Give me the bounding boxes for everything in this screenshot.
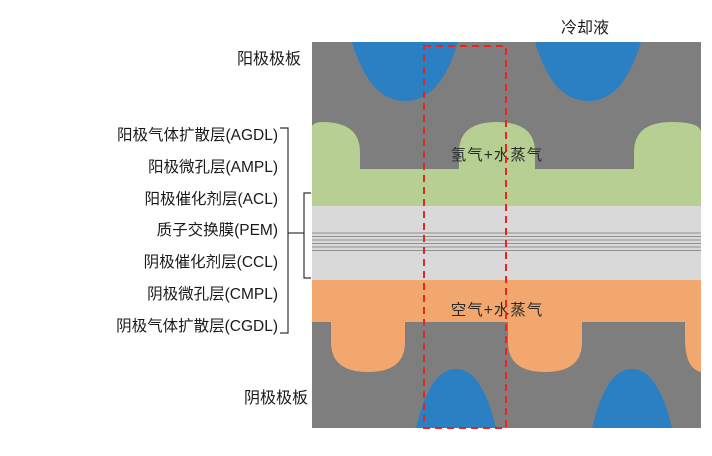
air-flow-label: 空气+水蒸气 bbox=[451, 301, 544, 319]
layer-label-ccl: 阴极催化剂层(CCL) bbox=[144, 253, 278, 271]
anode-gdl-rib-right bbox=[634, 122, 701, 206]
layer-label-cmpl: 阴极微孔层(CMPL) bbox=[147, 285, 278, 303]
anode-gdl-rib-left bbox=[312, 122, 360, 206]
anode-gdl-rib-center bbox=[459, 122, 535, 206]
coolant-channel-top-1 bbox=[352, 42, 458, 101]
coolant-channel-bottom-1 bbox=[416, 369, 496, 428]
membrane-bracket bbox=[303, 192, 311, 279]
highlight-dashed-box bbox=[423, 45, 507, 429]
cathode-gdl-rib-center bbox=[508, 280, 582, 372]
cathode-gdl-rib-left bbox=[331, 280, 405, 372]
layer-labels-bracket bbox=[280, 127, 289, 334]
hydrogen-flow-label: 氢气+水蒸气 bbox=[451, 146, 544, 164]
layer-label-pem: 质子交换膜(PEM) bbox=[157, 221, 278, 239]
layer-label-acl: 阳极催化剂层(ACL) bbox=[145, 190, 278, 208]
cathode-gdl-rib-right bbox=[685, 280, 701, 372]
cathode-plate-label: 阴极极板 bbox=[244, 389, 308, 407]
layer-label-ampl: 阳极微孔层(AMPL) bbox=[148, 158, 278, 176]
coolant-channel-bottom-2 bbox=[592, 369, 672, 428]
layer-label-agdl: 阳极气体扩散层(AGDL) bbox=[117, 126, 278, 144]
layer-label-cgdl: 阴极气体扩散层(CGDL) bbox=[116, 317, 278, 335]
coolant-label: 冷却液 bbox=[561, 19, 609, 37]
anode-plate-label: 阳极极板 bbox=[237, 50, 301, 68]
coolant-channel-top-2 bbox=[535, 42, 641, 101]
